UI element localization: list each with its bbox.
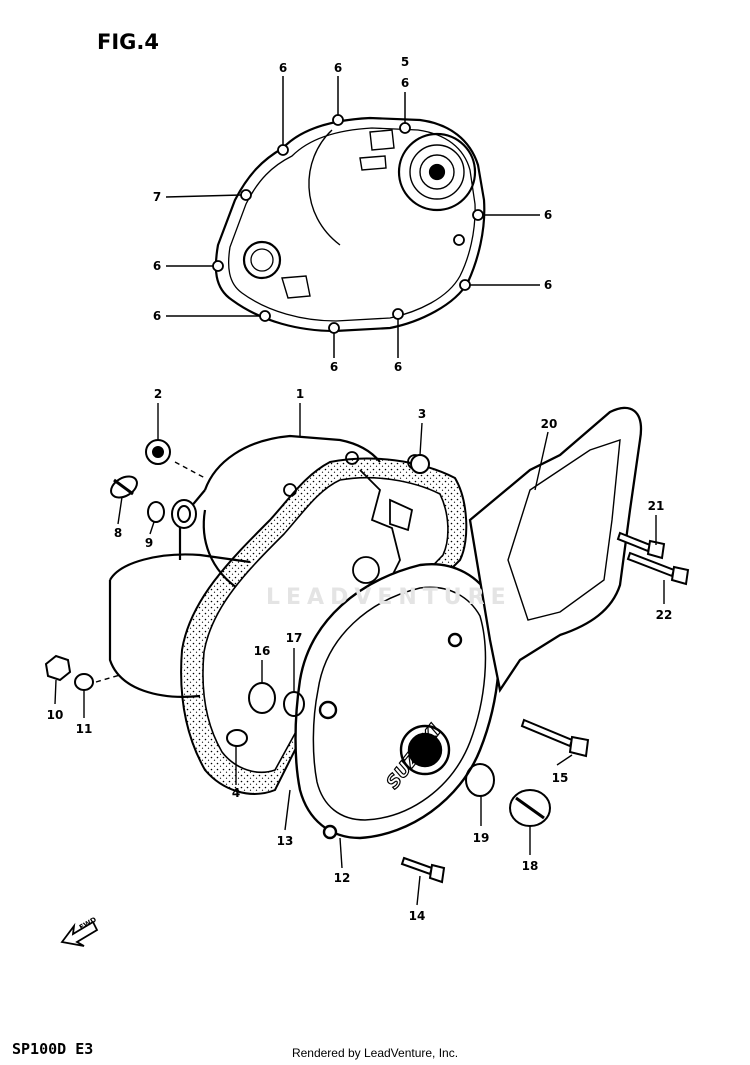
- callout-21: 21: [647, 499, 665, 513]
- sprocket-cover-20: [468, 406, 643, 693]
- callout-6: 6: [152, 259, 162, 273]
- leader-lines-upper: [165, 76, 540, 358]
- callout-6: 6: [400, 76, 410, 90]
- callout-14: 14: [408, 909, 426, 923]
- callout-16: 16: [253, 644, 271, 658]
- callout-22: 22: [655, 608, 673, 622]
- callout-15: 15: [551, 771, 569, 785]
- callout-6: 6: [333, 61, 343, 75]
- callout-13: 13: [276, 834, 294, 848]
- callout-6: 6: [278, 61, 288, 75]
- outer-magneto-cover-12: [294, 562, 501, 840]
- callout-19: 19: [472, 831, 490, 845]
- inner-clutch-cover: [212, 114, 486, 334]
- callout-6: 6: [543, 208, 553, 222]
- callout-6: 6: [329, 360, 339, 374]
- watermark: LEADVENTURE: [266, 585, 512, 610]
- callout-20: 20: [540, 417, 558, 431]
- callout-11: 11: [75, 722, 93, 736]
- callout-6: 6: [152, 309, 162, 323]
- render-credit: Rendered by LeadVenture, Inc.: [291, 1046, 459, 1060]
- callout-3: 3: [417, 407, 427, 421]
- callout-12: 12: [333, 871, 351, 885]
- callout-6: 6: [393, 360, 403, 374]
- callout-5: 5: [400, 55, 410, 69]
- callout-8: 8: [113, 526, 123, 540]
- callout-1: 1: [295, 387, 305, 401]
- forward-arrow-icon: [60, 920, 99, 947]
- callout-9: 9: [144, 536, 154, 550]
- callout-7: 7: [152, 190, 162, 204]
- model-code: SP100D E3: [12, 1040, 94, 1058]
- callout-6: 6: [543, 278, 553, 292]
- callout-17: 17: [285, 631, 303, 645]
- callout-4: 4: [231, 786, 241, 800]
- callout-18: 18: [521, 859, 539, 873]
- callout-10: 10: [46, 708, 64, 722]
- leader-lines-lower: [54, 403, 665, 906]
- callout-2: 2: [153, 387, 163, 401]
- figure-title: FIG.4: [97, 30, 159, 54]
- small-parts: [44, 439, 690, 884]
